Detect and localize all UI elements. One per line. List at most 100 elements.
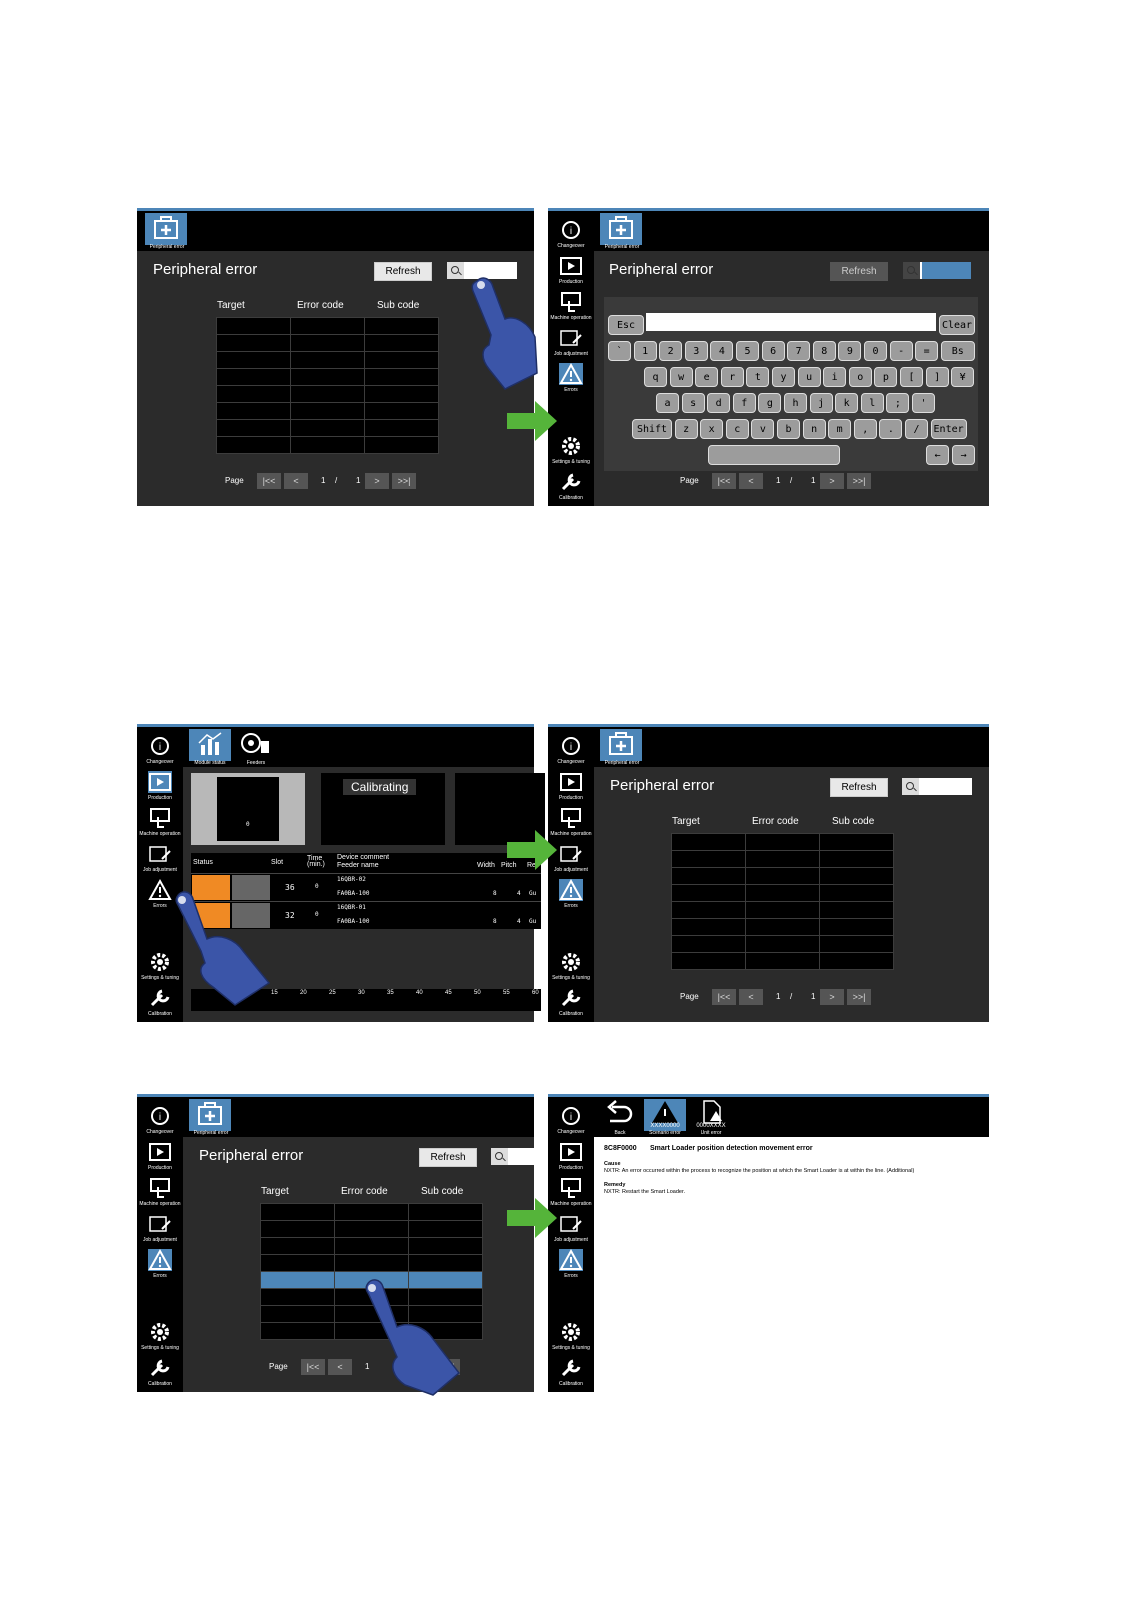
sidebar-item-settings[interactable]: Settings & tuning: [552, 433, 590, 469]
key[interactable]: w: [669, 367, 693, 387]
table-row[interactable]: [216, 436, 439, 454]
keyboard-text-field[interactable]: [646, 313, 936, 331]
table-row[interactable]: [671, 952, 894, 970]
key-arrow-left[interactable]: ←: [926, 445, 949, 465]
table-row[interactable]: [671, 867, 894, 885]
sidebar-item-production[interactable]: Production: [552, 1139, 590, 1175]
first-page-button[interactable]: |<<: [712, 989, 736, 1005]
key[interactable]: y: [772, 367, 795, 387]
sidebar-item-errors[interactable]: Errors: [552, 361, 590, 397]
key[interactable]: 1: [633, 341, 657, 361]
sidebar-item-production[interactable]: Production: [552, 769, 590, 805]
key[interactable]: 9: [838, 341, 862, 361]
first-page-button[interactable]: |<<: [712, 473, 736, 489]
key[interactable]: v: [751, 419, 775, 439]
refresh-button[interactable]: Refresh: [419, 1148, 477, 1167]
sidebar-item-settings[interactable]: Settings & tuning: [552, 1319, 590, 1355]
key[interactable]: 8: [812, 341, 836, 361]
key[interactable]: 6: [761, 341, 785, 361]
key[interactable]: n: [802, 419, 826, 439]
table-row[interactable]: [671, 918, 894, 936]
tab-peripheral-error[interactable]: [600, 213, 642, 245]
table-row[interactable]: [216, 351, 439, 369]
sidebar-item-calibration[interactable]: Calibration: [141, 1355, 179, 1391]
key[interactable]: i: [823, 367, 847, 387]
sidebar-item-machine-operation[interactable]: Machine operation: [139, 1175, 181, 1211]
table-row[interactable]: [671, 935, 894, 953]
sidebar-item-calibration[interactable]: Calibration: [552, 469, 590, 505]
sidebar-item-errors[interactable]: Errors: [141, 1247, 179, 1283]
key[interactable]: Enter: [930, 419, 967, 439]
sidebar-item-machine-operation[interactable]: Machine operation: [550, 289, 592, 325]
key[interactable]: d: [707, 393, 731, 413]
table-row[interactable]: [216, 385, 439, 403]
sidebar-item-machine-operation[interactable]: Machine operation: [550, 1175, 592, 1211]
key[interactable]: ,: [853, 419, 877, 439]
key[interactable]: o: [848, 367, 872, 387]
key[interactable]: p: [874, 367, 898, 387]
sidebar-item-machine-operation[interactable]: Machine operation: [550, 805, 592, 841]
tab-feeders[interactable]: [235, 729, 277, 761]
key[interactable]: 5: [736, 341, 759, 361]
key[interactable]: -: [889, 341, 913, 361]
key[interactable]: a: [656, 393, 679, 413]
sidebar-item-production[interactable]: Production: [141, 1139, 179, 1175]
key-clear[interactable]: Clear: [939, 315, 975, 335]
sidebar-item-errors[interactable]: Errors: [552, 877, 590, 913]
table-row[interactable]: [260, 1237, 483, 1255]
sidebar-item-calibration[interactable]: Calibration: [141, 985, 179, 1021]
table-row[interactable]: [216, 334, 439, 352]
table-row[interactable]: [260, 1203, 483, 1221]
prev-page-button[interactable]: <: [739, 473, 763, 489]
next-page-button[interactable]: >: [820, 989, 844, 1005]
key[interactable]: .: [879, 419, 903, 439]
table-row[interactable]: [260, 1288, 483, 1306]
key[interactable]: r: [720, 367, 744, 387]
sidebar-item-settings[interactable]: Settings & tuning: [552, 949, 590, 985]
last-page-button[interactable]: >>|: [392, 473, 416, 489]
sidebar-item-machine-operation[interactable]: Machine operation: [139, 805, 181, 841]
sidebar-item-production[interactable]: Production: [141, 769, 179, 805]
key[interactable]: Bs: [940, 341, 975, 361]
table-row[interactable]: [216, 419, 439, 437]
sidebar-item-calibration[interactable]: Calibration: [552, 985, 590, 1021]
key[interactable]: 0: [864, 341, 887, 361]
key-arrow-right[interactable]: →: [952, 445, 975, 465]
key-esc[interactable]: Esc: [608, 315, 644, 335]
key[interactable]: b: [777, 419, 800, 439]
sidebar-item-errors[interactable]: Errors: [141, 877, 179, 913]
key[interactable]: q: [644, 367, 667, 387]
key[interactable]: =: [915, 341, 939, 361]
prev-page-button[interactable]: <: [739, 989, 763, 1005]
sidebar-item-job-adjustment[interactable]: Job adjustment: [552, 1211, 590, 1247]
key[interactable]: t: [746, 367, 770, 387]
key[interactable]: [: [900, 367, 923, 387]
refresh-button[interactable]: Refresh: [830, 262, 888, 281]
key[interactable]: ]: [925, 367, 949, 387]
key[interactable]: /: [905, 419, 928, 439]
key[interactable]: j: [809, 393, 833, 413]
tab-peripheral-error[interactable]: [600, 729, 642, 761]
back-button[interactable]: [598, 1099, 640, 1131]
key[interactable]: 7: [787, 341, 811, 361]
key[interactable]: l: [860, 393, 884, 413]
table-row[interactable]: [260, 1220, 483, 1238]
key[interactable]: Shift: [632, 419, 672, 439]
tab-scenario-error[interactable]: XXXX0000: [644, 1099, 686, 1131]
key[interactable]: ': [912, 393, 935, 413]
last-page-button[interactable]: >>|: [847, 473, 871, 489]
key[interactable]: h: [784, 393, 807, 413]
key[interactable]: g: [758, 393, 782, 413]
first-page-button[interactable]: |<<: [257, 473, 281, 489]
key[interactable]: m: [828, 419, 852, 439]
key[interactable]: `: [608, 341, 631, 361]
key[interactable]: x: [700, 419, 724, 439]
key-space[interactable]: [708, 445, 840, 465]
sidebar-item-settings[interactable]: Settings & tuning: [141, 1319, 179, 1355]
tab-module-status[interactable]: [189, 729, 231, 761]
